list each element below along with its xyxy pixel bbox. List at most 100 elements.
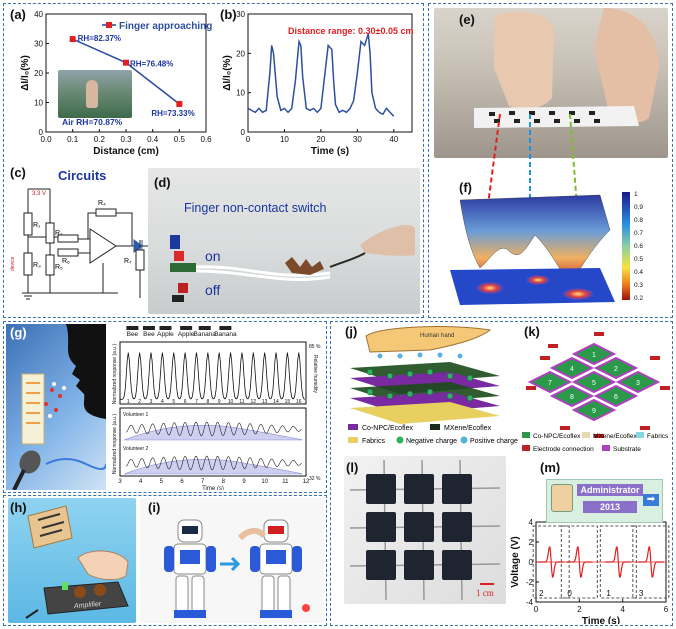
g-peak-number: 15	[285, 399, 291, 405]
digit-label: 2	[539, 589, 544, 598]
g-word-label: Apple	[178, 331, 195, 338]
l-sensor-pad	[366, 474, 396, 504]
panel-k-legend: Co-NPC/Ecoflex MXene/Ecoflex Fabrics Ele…	[522, 432, 669, 453]
x-tick-label: 0	[246, 135, 251, 144]
y-tick-label: -2	[526, 578, 534, 587]
g-audio-wave	[180, 326, 193, 330]
k-electrode	[594, 434, 604, 438]
g-peak-number: 8	[206, 399, 209, 405]
l-sensor-pad	[366, 550, 396, 580]
k-cell-number: 3	[636, 380, 640, 387]
panel-i-label: (i)	[148, 500, 161, 515]
panel-f-colorbar: 10.90.80.70.60.50.40.30.2	[622, 191, 643, 302]
g-bottom-frame	[119, 407, 307, 477]
g-ylabel-top: Normalized response (a.u.)	[112, 344, 118, 405]
y-tick-label: 40	[34, 10, 43, 19]
colorbar-tick-label: 0.5	[634, 256, 643, 263]
g-peak-number: 14	[273, 399, 279, 405]
panel-c-label: (c)	[10, 165, 26, 180]
r7-label: R₇	[124, 258, 132, 265]
panel-l-label: (l)	[346, 460, 359, 475]
panel-g-scene	[12, 324, 106, 490]
k-electrode	[560, 426, 570, 430]
g-peak-number: 11	[239, 399, 244, 405]
y-tick-label: 0	[529, 558, 534, 567]
g-xlabel: Time (s)	[202, 486, 224, 490]
r3-label: R₃	[33, 262, 41, 269]
colorbar-tick-label: 1	[634, 191, 638, 198]
k-sensor-cell	[615, 370, 661, 394]
j-legend-fabrics: Fabrics	[362, 438, 385, 445]
k-cell-number: 8	[570, 394, 574, 401]
g-x-tick-label: 3	[118, 479, 122, 485]
g-word-label: Banana	[214, 331, 237, 338]
y-tick-label: 2	[529, 538, 534, 547]
g-peak-number: 6	[184, 399, 187, 405]
j-legend-mxene: MXene/Ecoflex	[444, 425, 492, 432]
g-top-frame	[119, 341, 307, 405]
panel-d-label: (d)	[154, 175, 171, 190]
g-x-tick-label: 8	[222, 479, 226, 485]
k-electrode	[650, 356, 660, 360]
y-tick-label: 20	[34, 69, 43, 78]
l-sensor-pad	[404, 512, 434, 542]
inset-air-rh: Air RH=70.87%	[62, 117, 123, 127]
colorbar-tick-label: 0.7	[634, 230, 643, 237]
g-x-tick-label: 5	[160, 479, 164, 485]
panel-i-robots	[164, 519, 310, 618]
panel-f-label: (f)	[459, 180, 472, 195]
panel-k-label: (k)	[524, 324, 540, 339]
frame-top-left	[3, 3, 424, 318]
y-axis-label: Voltage (V)	[510, 536, 521, 587]
y-axis-label: ΔI/I₀(%)	[222, 55, 233, 91]
x-tick-label: 0.2	[94, 135, 106, 144]
colorbar-tick-label: 0.2	[634, 295, 643, 302]
y-tick-label: 20	[236, 49, 245, 58]
x-tick-label: 2	[577, 605, 582, 614]
l-sensor-pad	[442, 474, 472, 504]
frame-g	[3, 321, 327, 493]
x-tick-label: 0.3	[120, 135, 132, 144]
series-line	[247, 33, 395, 117]
g-word-label: Bee	[127, 331, 139, 338]
k-sensor-cell	[571, 370, 617, 394]
data-point	[176, 100, 183, 107]
k-cell-number: 2	[614, 366, 618, 373]
admin-next-arrow-icon[interactable]: ➡	[643, 494, 659, 506]
x-tick-label: 4	[620, 605, 625, 614]
panel-a-label: (a)	[10, 7, 26, 22]
g-peak-number: 12	[251, 399, 257, 405]
g-peak-number: 9	[218, 399, 221, 405]
g-peak-number: 5	[172, 399, 175, 405]
g-audio-trace	[125, 455, 302, 471]
panel-l-array	[349, 459, 501, 601]
j-legend-negative: Negative charge	[406, 438, 457, 445]
g-envelope	[124, 459, 303, 475]
g-x-tick-label: 4	[139, 479, 143, 485]
g-envelope	[124, 425, 303, 441]
panel-j-legend: Co-NPC/Ecoflex MXene/Ecoflex Fabrics Neg…	[348, 424, 518, 445]
k-electrode	[640, 426, 650, 430]
g-right-label: Relative humidity	[312, 355, 318, 394]
annotation-rh-3: RH=73.33%	[151, 109, 194, 118]
g-x-tick-label: 10	[261, 479, 268, 485]
admin-year: 2013	[583, 501, 637, 513]
x-tick-label: 0.5	[174, 135, 186, 144]
data-point	[69, 36, 76, 43]
g-audio-wave	[142, 326, 155, 330]
annotation-rh-2: RH=76.48%	[130, 60, 173, 69]
switch-on-label: on	[205, 248, 221, 264]
panel-j-label: (j)	[345, 324, 358, 339]
panel-h-scene	[25, 505, 129, 619]
j-legend-co-npc: Co-NPC/Ecoflex	[362, 425, 413, 432]
k-sensor-cell	[549, 384, 595, 408]
g-peak-number: 7	[195, 399, 198, 405]
panel-j-stack: Human hand	[350, 326, 500, 424]
l-sensor-pad	[442, 550, 472, 580]
digit-label: 0	[567, 589, 572, 598]
y-tick-label: 0	[241, 128, 246, 137]
panel-g-label: (g)	[10, 325, 27, 340]
